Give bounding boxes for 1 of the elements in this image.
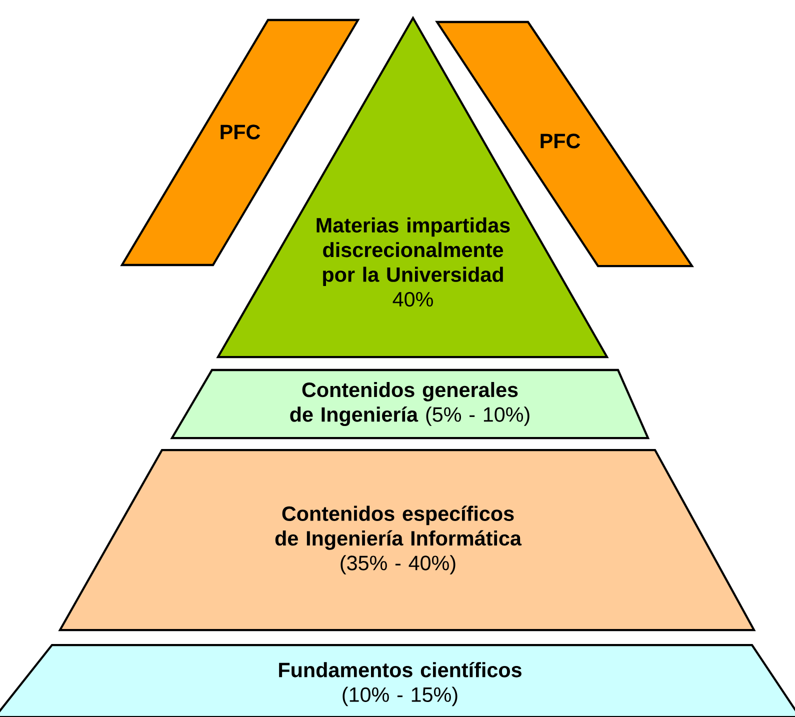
- trapezoid-band: Fundamentos científicos (10% - 15%): [0, 644, 795, 717]
